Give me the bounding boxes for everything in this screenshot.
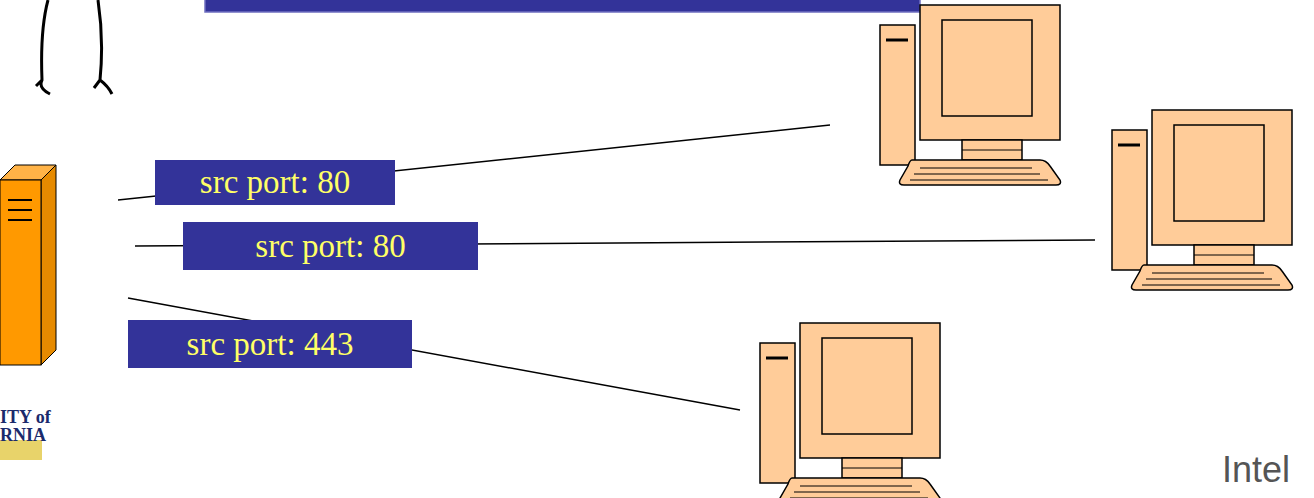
title-banner	[205, 0, 920, 12]
logo-text: RNIA	[0, 426, 46, 444]
port-label-box: src port: 80	[155, 160, 395, 205]
logo-text: Intel	[1222, 452, 1290, 488]
person-leg	[94, 0, 112, 94]
port-label: src port: 80	[255, 230, 405, 263]
client-computer	[880, 5, 1061, 185]
connection-line	[128, 298, 740, 410]
port-label-box: src port: 80	[183, 222, 478, 270]
port-label: src port: 443	[187, 328, 354, 361]
port-label: src port: 80	[200, 166, 350, 199]
server-tower	[0, 165, 56, 365]
client-computer	[1112, 110, 1293, 290]
port-label-box: src port: 443	[128, 320, 412, 368]
logo-text: ITY of	[0, 408, 51, 426]
client-computer	[760, 323, 941, 498]
person-leg	[36, 0, 50, 94]
